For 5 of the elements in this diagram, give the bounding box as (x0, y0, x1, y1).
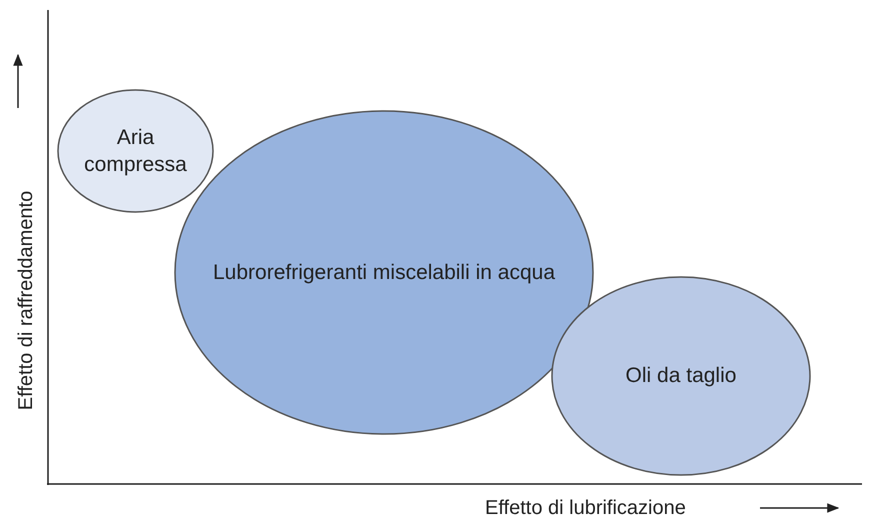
bubble-label: Aria compressa (83, 124, 188, 178)
y-axis-title: Effetto di raffreddamento (14, 190, 38, 410)
x-axis-title: Effetto di lubrificazione (485, 497, 686, 520)
bubble-label: Lubrorefrigeranti miscelabili in acqua (212, 260, 555, 286)
bubble-label: Oli da taglio (626, 363, 736, 390)
